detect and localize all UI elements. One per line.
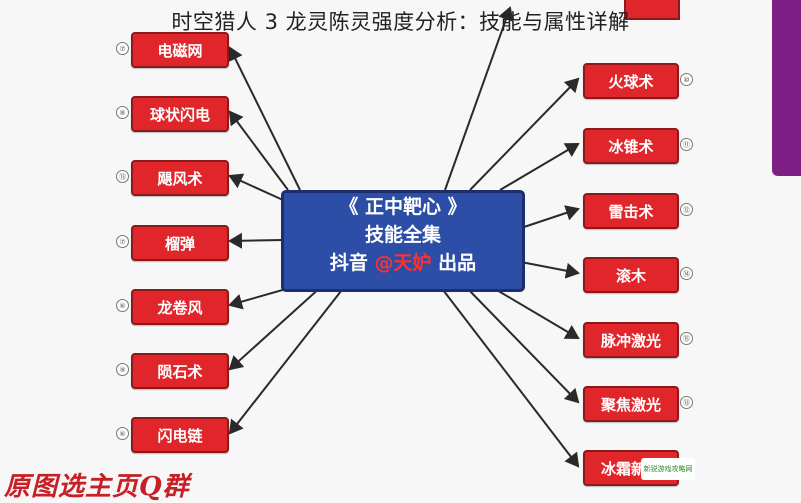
- right-connector-2: [520, 205, 580, 229]
- right-connector-3: [520, 261, 580, 279]
- credit-platform: 抖音: [329, 252, 368, 274]
- left-connector-0: [228, 46, 301, 191]
- side-purple-bar: [772, 0, 801, 176]
- skill-label: 陨石术: [157, 362, 203, 381]
- left-connector-5: [228, 285, 323, 371]
- skill-label: 闪电链: [157, 426, 203, 445]
- skill-number-badge: ⑩: [680, 73, 693, 86]
- skill-label: 电磁网: [157, 41, 203, 60]
- skill-number-badge: ⑭: [680, 267, 693, 280]
- skill-label: 火球术: [608, 72, 654, 91]
- center-credit: 抖音 @天妒 出品: [284, 249, 522, 277]
- center-subtitle: 技能全集: [364, 224, 441, 246]
- skill-number-badge: ⑥: [116, 427, 129, 440]
- left-skill-node: 陨石术: [131, 353, 229, 389]
- skill-number-badge: ⑬: [116, 170, 129, 183]
- right-skill-node: 脉冲激光: [583, 322, 679, 358]
- cropped-top-node: [624, 0, 680, 20]
- skill-number-badge: ⑥: [116, 299, 129, 312]
- left-connector-3: [228, 232, 284, 249]
- left-skill-node: 龙卷风: [131, 289, 229, 325]
- left-connector-2: [228, 173, 284, 201]
- credit-suffix: 出品: [438, 252, 477, 274]
- skill-number-badge: ⑫: [680, 203, 693, 216]
- watermark-badge: 新锐游戏攻略网: [641, 458, 695, 480]
- left-skill-node: 榴弹: [131, 225, 229, 261]
- skill-label: 聚焦激光: [600, 395, 661, 414]
- skill-label: 冰锥术: [608, 137, 654, 156]
- skill-number-badge: ⑦: [116, 42, 129, 55]
- right-skill-node: 雷击术: [583, 193, 679, 229]
- left-skill-node: 球状闪电: [131, 96, 229, 132]
- skill-label: 龙卷风: [157, 298, 203, 317]
- skill-label: 飓风术: [157, 169, 203, 188]
- left-skill-node: 电磁网: [131, 32, 229, 68]
- skill-number-badge: ⑧: [116, 106, 129, 119]
- left-skill-node: 闪电链: [131, 417, 229, 453]
- skill-number-badge: ⑪: [680, 138, 693, 151]
- right-skill-node: 聚焦激光: [583, 386, 679, 422]
- skill-label: 滚木: [615, 266, 646, 285]
- right-connector-5: [464, 285, 580, 404]
- skill-number-badge: ⑦: [116, 235, 129, 248]
- left-connector-1: [228, 110, 289, 191]
- center-node: 《 正中靶心 》 技能全集 抖音 @天妒 出品: [281, 190, 525, 292]
- right-connector-1: [499, 142, 580, 191]
- left-skill-node: 飓风术: [131, 160, 229, 196]
- skill-label: 榴弹: [164, 234, 195, 253]
- skill-label: 脉冲激光: [600, 331, 661, 350]
- skill-label: 雷击术: [608, 202, 654, 221]
- center-title: 《 正中靶心 》: [339, 196, 467, 218]
- credit-handle: @天妒: [374, 252, 432, 274]
- top-connector-top: [444, 6, 514, 191]
- skill-label: 球状闪电: [149, 105, 210, 124]
- right-connector-6: [439, 285, 580, 468]
- right-connector-4: [489, 285, 580, 340]
- right-skill-node: 冰锥术: [583, 128, 679, 164]
- right-skill-node: 滚木: [583, 257, 679, 293]
- skill-number-badge: ⑨: [116, 363, 129, 376]
- skill-number-badge: ⑮: [680, 332, 693, 345]
- page-title: 时空猎人 3 龙灵陈灵强度分析：技能与属性详解: [171, 10, 630, 34]
- skill-number-badge: ⑬: [680, 396, 693, 409]
- footer-text: 原图选主页Q群: [4, 472, 190, 502]
- left-connector-6: [228, 285, 346, 435]
- right-skill-node: 火球术: [583, 63, 679, 99]
- right-connector-0: [469, 77, 580, 191]
